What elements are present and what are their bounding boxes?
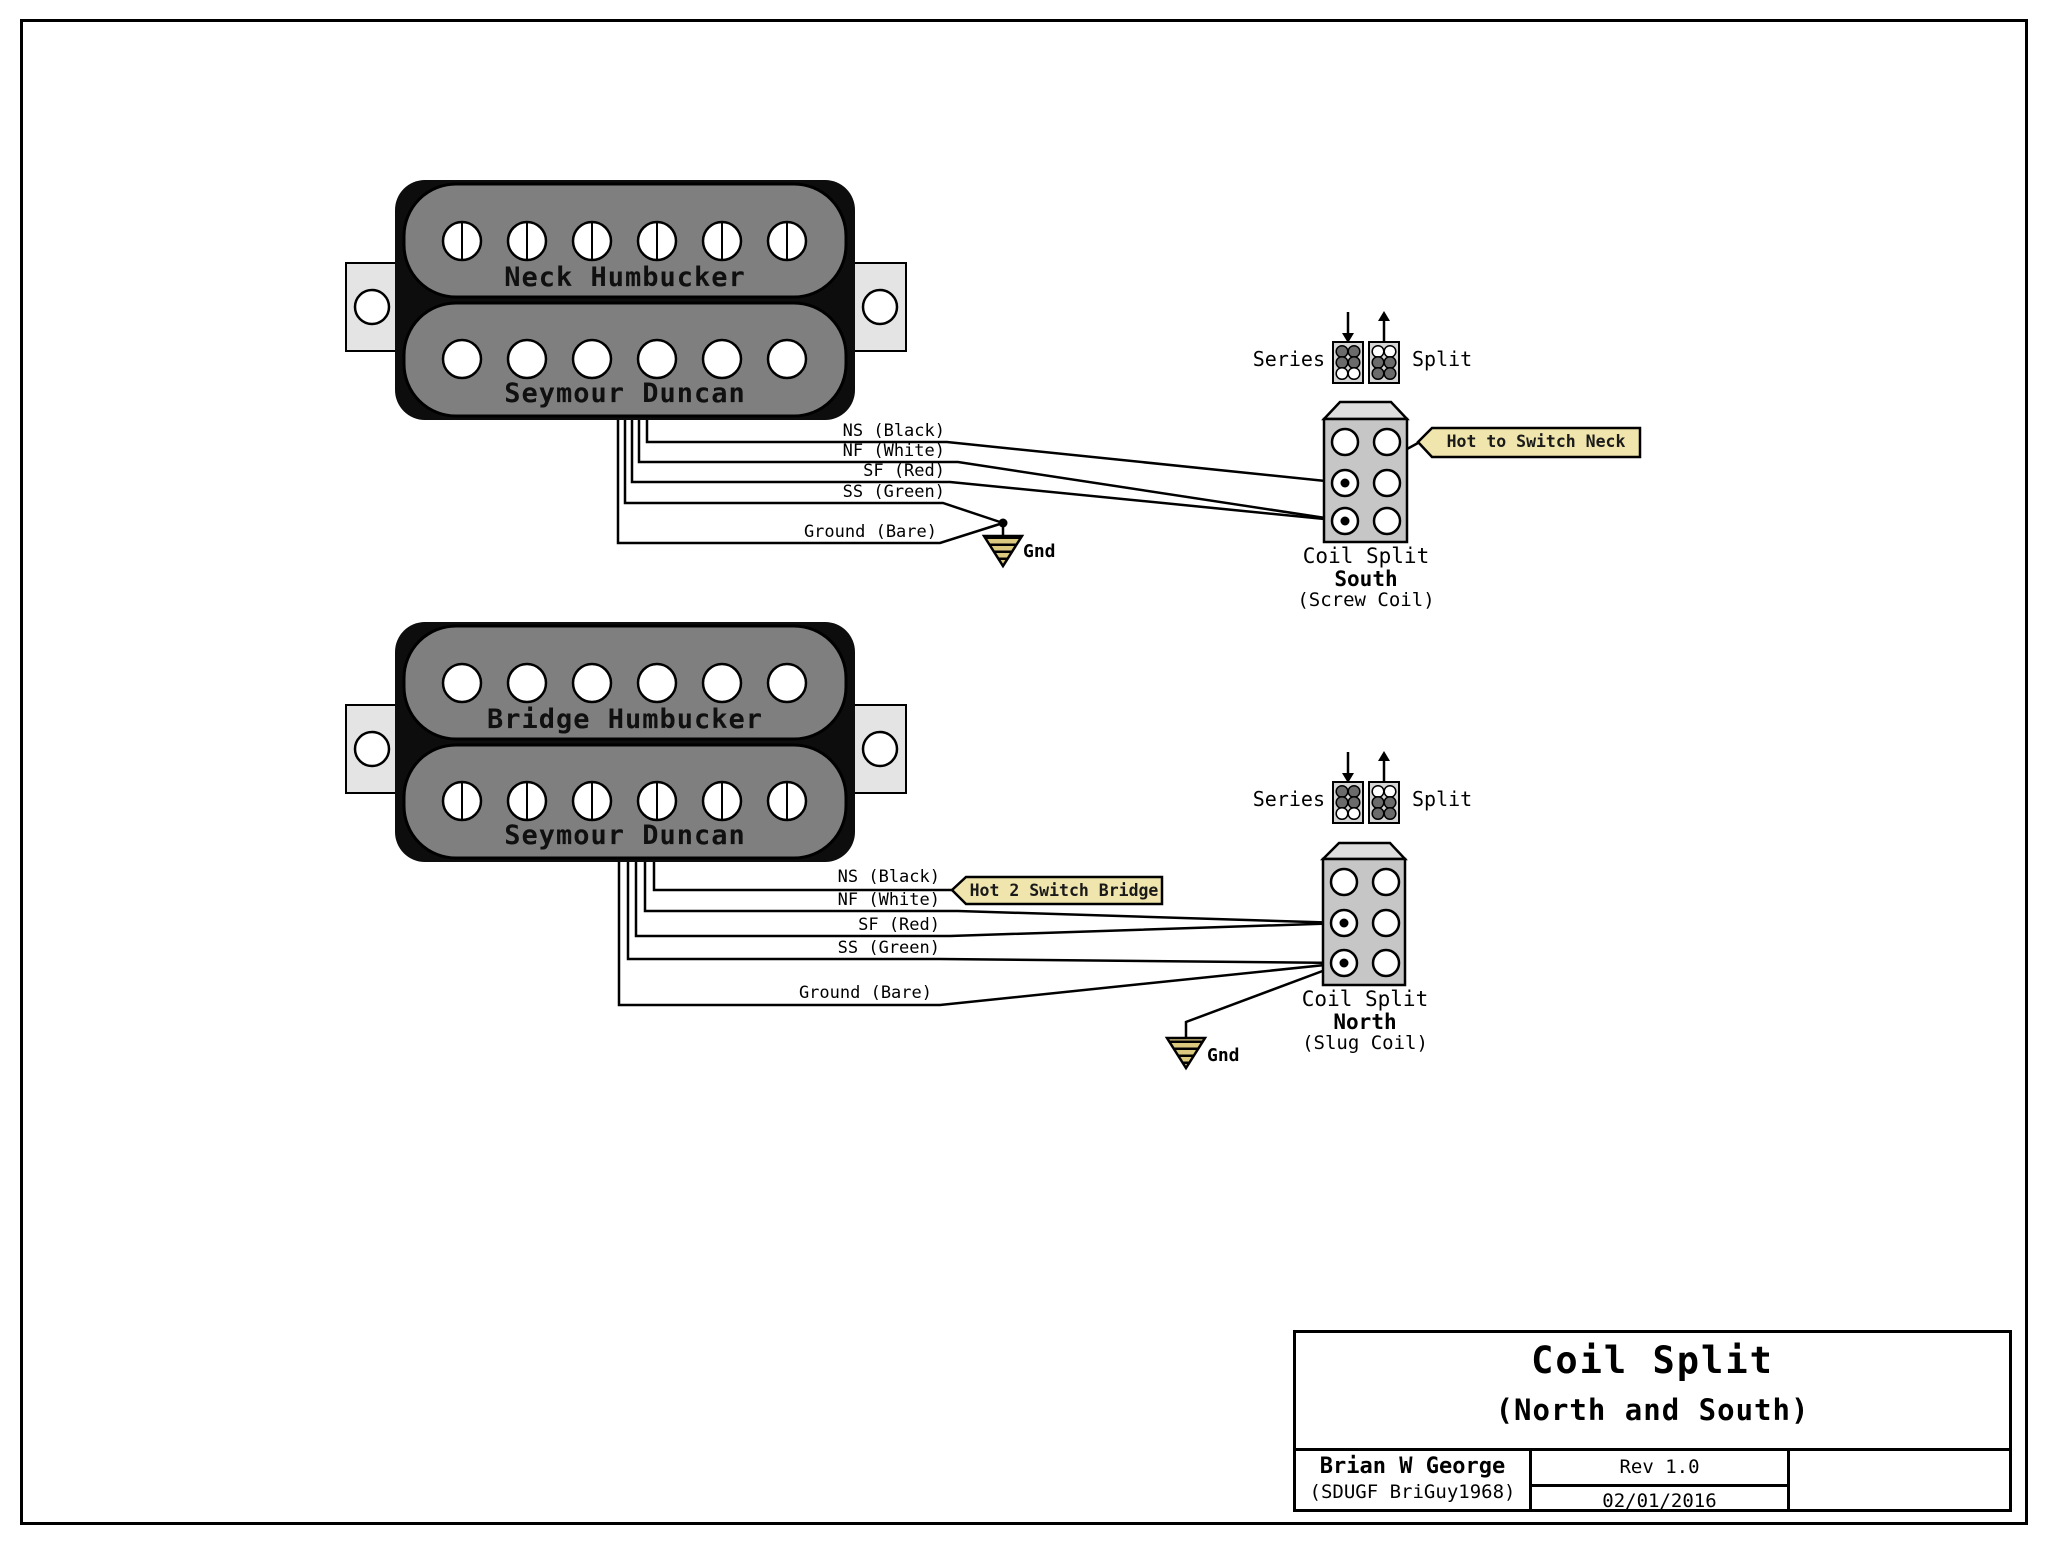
neck-slug-bobbin	[402, 301, 848, 418]
neck-wire-nf	[637, 420, 1346, 523]
neck-slug-poles	[441, 338, 808, 380]
bridge-ground-symbol	[1164, 1036, 1208, 1071]
bridge-wire-ss	[626, 862, 1345, 965]
neck-wire-label-nf: NF (White)	[842, 441, 945, 461]
neck-screw-bobbin	[402, 182, 848, 299]
title-block-bottom-row: Brian W George (SDUGF BriGuy1968) Rev 1.…	[1296, 1448, 2009, 1512]
bridge-callout-label: Hot 2 Switch Bridge	[969, 881, 1159, 900]
neck-callout-banner	[1416, 426, 1642, 459]
bridge-left-mount-hole	[353, 730, 391, 768]
neck-switch-title: Coil Split	[1302, 544, 1430, 568]
bridge-pickup-drawing	[345, 622, 907, 862]
bridge-wire-ns	[652, 862, 952, 892]
title-block-empty-cell	[1790, 1451, 2009, 1509]
neck-pickup-title: Neck Humbucker	[504, 262, 746, 293]
bridge-series-jumper-icon	[1332, 752, 1364, 824]
neck-screw-poles	[441, 220, 808, 262]
bridge-switch-title: Coil Split	[1301, 987, 1429, 1011]
neck-pickup-brand: Seymour Duncan	[504, 378, 746, 409]
neck-ground-junction-dot	[998, 518, 1008, 528]
drawing-frame	[20, 19, 2028, 1525]
title-block-revision-cell: Rev 1.0 02/01/2016	[1532, 1451, 1790, 1512]
neck-wire-label-ns: NS (Black)	[842, 421, 945, 441]
neck-wire-ns	[645, 420, 1346, 485]
neck-gnd-label: Gnd	[1023, 541, 1056, 562]
neck-wire-label-sf: SF (Red)	[863, 461, 945, 481]
bridge-slug-poles	[441, 662, 808, 704]
revision-date: 02/01/2016	[1602, 1490, 1717, 1512]
bridge-series-label: Series	[1252, 787, 1325, 811]
neck-right-mount-hole	[861, 288, 899, 326]
bridge-wire-label-sf: SF (Red)	[858, 915, 940, 935]
revision-date-divider	[1532, 1484, 1787, 1487]
bridge-wire-label-ss: SS (Green)	[837, 938, 940, 958]
revision-label: Rev 1.0	[1619, 1456, 1700, 1478]
title-block-author-cell: Brian W George (SDUGF BriGuy1968)	[1296, 1451, 1532, 1509]
bridge-wire-label-ns: NS (Black)	[837, 867, 940, 887]
neck-ground-symbol	[981, 534, 1025, 569]
title-block-title: Coil Split	[1531, 1339, 1774, 1382]
neck-wire-ground	[616, 420, 1004, 545]
bridge-screw-bobbin	[402, 743, 848, 860]
neck-wire-label-ground: Ground (Bare)	[803, 522, 937, 542]
bridge-switch-sub: (Slug Coil)	[1302, 1032, 1428, 1054]
author-name: Brian W George	[1319, 1454, 1506, 1479]
neck-wire-label-ss: SS (Green)	[842, 482, 945, 502]
bridge-switch-block	[1319, 841, 1408, 987]
bridge-split-label: Split	[1412, 787, 1473, 811]
bridge-slug-bobbin	[402, 624, 848, 741]
bridge-wire-label-ground: Ground (Bare)	[798, 983, 932, 1003]
title-block-subtitle: (North and South)	[1495, 1393, 1810, 1427]
bridge-screw-poles	[441, 780, 808, 822]
neck-series-label: Series	[1252, 347, 1325, 371]
bridge-callout-banner	[950, 875, 1164, 906]
bridge-pickup-brand: Seymour Duncan	[504, 820, 746, 851]
neck-wire-ss	[623, 420, 1004, 525]
bridge-switch-coil: North	[1333, 1010, 1397, 1034]
bridge-wires	[617, 862, 1345, 1038]
author-alias: (SDUGF BriGuy1968)	[1309, 1481, 1516, 1503]
neck-pickup-drawing	[345, 180, 907, 420]
bridge-gnd-branch	[1184, 961, 1345, 1038]
neck-switch-coil: South	[1334, 567, 1398, 591]
neck-split-label: Split	[1412, 347, 1473, 371]
bridge-gnd-label: Gnd	[1207, 1045, 1240, 1066]
neck-switch-sub: (Screw Coil)	[1297, 589, 1435, 611]
neck-callout-label: Hot to Switch Neck	[1446, 432, 1626, 451]
bridge-split-jumper-icon	[1368, 751, 1400, 824]
bridge-wire-label-nf: NF (White)	[837, 890, 940, 910]
bridge-right-mount-hole	[861, 730, 899, 768]
bridge-wire-nf	[643, 862, 1345, 925]
neck-wire-sf	[630, 420, 1346, 523]
bridge-wire-ground	[617, 862, 1345, 1007]
title-block: Coil Split (North and South) Brian W Geo…	[1293, 1330, 2012, 1512]
neck-switch-block	[1321, 400, 1410, 544]
neck-left-mount-hole	[353, 288, 391, 326]
neck-series-jumper-icon	[1332, 312, 1364, 384]
bridge-pickup-title: Bridge Humbucker	[486, 704, 764, 735]
bridge-wire-sf	[634, 862, 1345, 938]
neck-split-jumper-icon	[1368, 311, 1400, 384]
